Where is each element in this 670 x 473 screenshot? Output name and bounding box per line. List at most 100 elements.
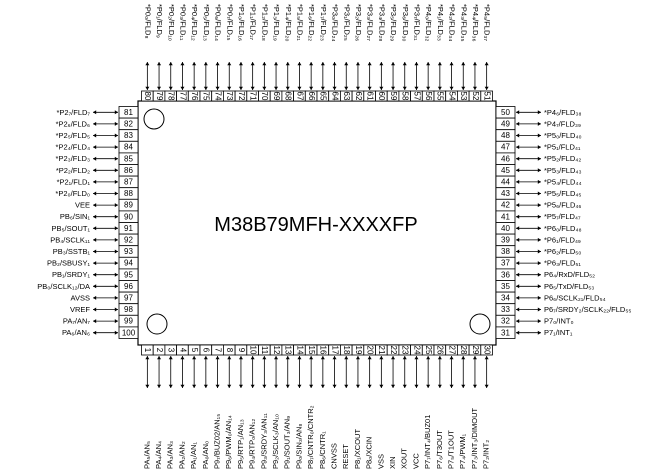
- pin-label: P9₂/SCLK₃/AN₁₀: [271, 414, 280, 469]
- pin-number: 75: [202, 92, 211, 101]
- pin-number: 43: [501, 189, 510, 198]
- pin-label: VCC: [411, 453, 420, 469]
- pin-lead: [332, 62, 337, 90]
- pin-lead: [516, 319, 541, 324]
- pin-label: *P5₄/FLD₄₄: [544, 177, 582, 186]
- pin-number: 53: [459, 92, 468, 101]
- pin-lead: [516, 330, 541, 335]
- pin-label: P9₃/SRDY₃/AN₁₁: [259, 413, 268, 469]
- pin-label: PB₆/SIN₁: [60, 212, 91, 221]
- pin-50: 50*P4₆/FLD₃₈: [495, 106, 582, 119]
- pin-42: 42*P5₆/FLD₄₆: [495, 198, 581, 212]
- pin-label: *P3₆/FLD₃₀: [401, 4, 410, 42]
- pin-number: 6: [202, 348, 211, 353]
- pin-lead: [227, 62, 232, 90]
- pin-lead: [93, 179, 118, 184]
- pin-51: 51*P4₅/FLD₃₇: [480, 4, 493, 102]
- pin-label: *P1₄/FLD₂₀: [284, 4, 293, 41]
- pin-75: 75 *P0₅/FLD₁₃: [199, 4, 213, 102]
- pin-number: 85: [124, 154, 133, 163]
- pin-lead: [93, 284, 118, 289]
- pin-lead: [192, 62, 197, 90]
- pin-label: *P4₇/FLD₃₉: [544, 119, 581, 128]
- pin-number: 4: [178, 348, 187, 353]
- pin-number: 89: [124, 201, 133, 210]
- pin-lead: [516, 237, 541, 242]
- pin-label: P8₇/CNTR₀/CNTR₂: [306, 405, 315, 469]
- pin-lead: [516, 156, 541, 161]
- pin-box: [480, 344, 493, 356]
- pin-label: P8₆/CNTR₁: [318, 431, 327, 469]
- pin-label: PB₀/SCLK₁₂/DA: [37, 282, 90, 291]
- pin-label: P6₇/SRDY₂/SCLK₂₂/FLD₅₅: [544, 305, 631, 314]
- pin-lead: [449, 356, 454, 388]
- pin-label: *P1₂/FLD₁₈: [260, 4, 269, 41]
- pin-number: 73: [225, 92, 234, 101]
- pin-label: P7₂/INT₂: [482, 440, 491, 469]
- pin-number: 86: [124, 166, 133, 175]
- pin-label: *P2₂/FLD₂: [56, 166, 90, 175]
- pin-label: *P3₅/FLD₂₉: [389, 4, 398, 41]
- pin-66: 66*P1₆/FLD₂₂: [304, 4, 318, 102]
- pin-number: 31: [501, 328, 510, 337]
- pin-number: 68: [284, 92, 293, 101]
- pin-lead: [402, 356, 407, 388]
- pin-number: 80: [143, 92, 152, 101]
- pin-62: 62*P3₂/FLD₂₆: [351, 4, 365, 102]
- pin-label: *P2₃/FLD₃: [56, 154, 90, 163]
- pin-lead: [332, 356, 337, 388]
- pin-lead: [516, 191, 541, 196]
- pin-number: 40: [501, 224, 510, 233]
- pin-lead: [180, 62, 185, 90]
- pin-lead: [215, 356, 220, 388]
- pin-lead: [93, 203, 118, 208]
- pin-number: 51: [483, 92, 492, 101]
- pin-label: P8₁/XCOUT: [353, 429, 362, 469]
- pin-number: 78: [167, 92, 176, 101]
- pin-96: 96 PB₀/SCLK₁₂/DA: [37, 280, 139, 293]
- pin-number: 33: [501, 305, 510, 314]
- pin-number: 96: [124, 282, 133, 291]
- pin-number: 69: [272, 92, 281, 101]
- pin-lead: [192, 356, 197, 388]
- pin-label: RESET: [341, 444, 350, 469]
- pin-lead: [93, 307, 118, 312]
- pin-lead: [297, 356, 302, 388]
- pin-number: 7: [213, 348, 222, 353]
- pin-number: 21: [377, 346, 386, 355]
- pin-85: 85 *P2₃/FLD₃: [56, 152, 139, 165]
- pin-label: P7₁/INT₁: [544, 328, 573, 337]
- pin-number: 1: [143, 348, 152, 353]
- pin-label: *P0₇/FLD₁₅: [225, 4, 234, 40]
- pin-label: P6₆/SCLK₂₁/FLD₅₄: [544, 293, 606, 302]
- pin-67: 67*P1₅/FLD₂₁: [293, 4, 306, 102]
- pin-label: XIN: [388, 456, 397, 469]
- pin-number: 95: [124, 270, 133, 279]
- pin-label: *P2₅/FLD₅: [56, 131, 90, 140]
- pin-lead: [437, 62, 442, 90]
- pin-65: 65*P1₇/FLD₂₃: [316, 4, 330, 102]
- pin-label: *P0₅/FLD₁₃: [202, 4, 211, 41]
- pin-number: 10: [249, 346, 258, 355]
- pin-label: *P4₂/FLD₃₄: [448, 4, 457, 41]
- pin-47: 47*P5₁/FLD₄₁: [495, 140, 581, 154]
- pin-label: PB₄/SCLK₁₁: [50, 235, 90, 244]
- pin-label: *P1₃/FLD₁₉: [272, 4, 281, 41]
- pin-number: 62: [354, 92, 363, 101]
- pin-label: *P0₂/FLD₁₀: [167, 4, 176, 41]
- pin-number: 12: [272, 346, 281, 355]
- pin-48: 48*P5₀/FLD₄₀: [495, 129, 582, 142]
- pin-number: 93: [124, 247, 133, 256]
